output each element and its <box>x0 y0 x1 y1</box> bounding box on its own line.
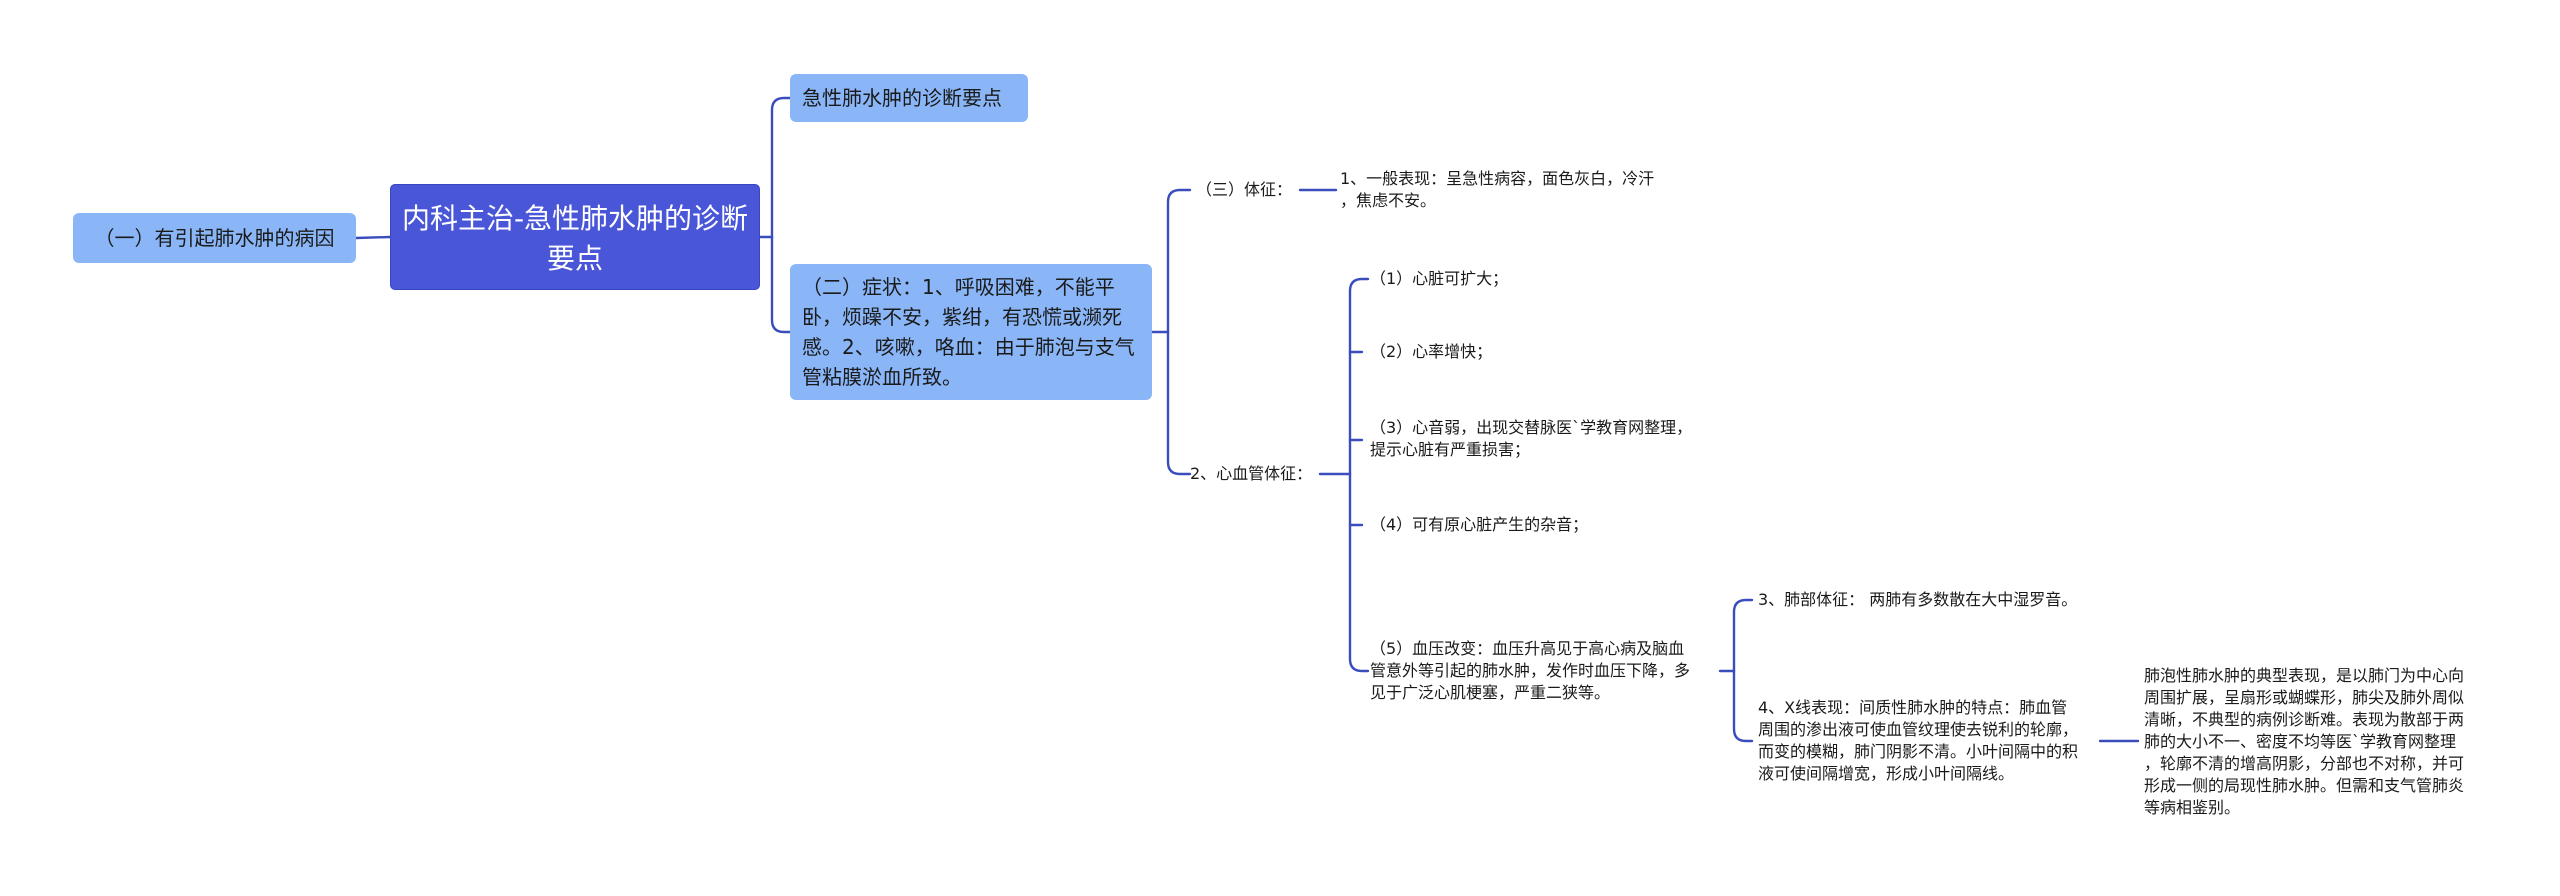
branch-cause[interactable]: （一）有引起肺水肿的病因 <box>73 213 356 263</box>
xray-line3: 而变的模糊，肺门阴影不清。小叶间隔中的积 <box>1758 742 2079 761</box>
alveolar-node[interactable]: 肺泡性肺水肿的典型表现，是以肺门为中心向 周围扩展，呈扇形或蝴蝶形，肺尖及肺外周… <box>2144 665 2464 819</box>
link-root-symptom <box>770 235 792 334</box>
cardio-item-5-line2: 管意外等引起的肺水肿，发作时血压下降，多 <box>1370 661 1691 680</box>
root-topic[interactable]: 内科主治-急性肺水肿的诊断要点 <box>390 184 760 290</box>
signs-label: （三）体征： <box>1196 180 1293 199</box>
cardio-item-5-line3: 见于广泛心肌梗塞，严重二狭等。 <box>1370 683 1611 702</box>
link-root-top <box>758 96 792 239</box>
cardio-node[interactable]: 2、心血管体征： <box>1190 463 1312 485</box>
link-cardio-item1 <box>1348 277 1370 476</box>
cardio-item-3-line1: （3）心音弱，出现交替脉医`学教育网整理， <box>1370 418 1693 437</box>
xray-line4: 液可使间隔增宽，形成小叶间隔线。 <box>1758 764 2015 783</box>
cardio-item-3[interactable]: （3）心音弱，出现交替脉医`学教育网整理， 提示心脏有严重损害； <box>1370 417 1692 461</box>
branch-diagnosis-points[interactable]: 急性肺水肿的诊断要点 <box>790 74 1028 122</box>
link-cardio-item5 <box>1348 472 1370 673</box>
cardio-item-4-text: （4）可有原心脏产生的杂音； <box>1370 515 1589 534</box>
alveolar-line4: 肺的大小不一、密度不均等医`学教育网整理 <box>2144 732 2457 751</box>
general-signs-line2: ，焦虑不安。 <box>1340 191 1437 210</box>
lung-signs-text: 3、肺部体征： 两肺有多数散在大中湿罗音。 <box>1758 590 2078 609</box>
branch-symptoms[interactable]: （二）症状：1、呼吸困难，不能平卧，烦躁不安，紫绀，有恐慌或濒死感。2、咳嗽，咯… <box>790 264 1152 400</box>
cardio-item-1[interactable]: （1）心脏可扩大； <box>1370 268 1508 290</box>
alveolar-line5: ，轮廓不清的增高阴影，分部也不对称，并可 <box>2144 754 2465 773</box>
general-signs-line1: 1、一般表现：呈急性病容，面色灰白，冷汗 <box>1340 169 1655 188</box>
link-root-cause <box>354 235 392 240</box>
link-item5-lung <box>1732 598 1754 673</box>
link-item5-xray <box>1732 669 1754 743</box>
alveolar-line6: 形成一侧的局现性肺水肿。但需和支气管肺炎 <box>2144 776 2465 795</box>
xray-line1: 4、X线表现：间质性肺水肿的特点：肺血管 <box>1758 698 2068 717</box>
link-symptom-cardio <box>1166 330 1192 476</box>
cardio-item-2-text: （2）心率增快； <box>1370 342 1493 361</box>
root-title: 内科主治-急性肺水肿的诊断要点 <box>401 202 749 275</box>
cardio-item-5[interactable]: （5）血压改变：血压升高见于高心病及脑血 管意外等引起的肺水肿，发作时血压下降，… <box>1370 638 1690 704</box>
link-symptom-signs <box>1150 188 1192 334</box>
general-signs-node[interactable]: 1、一般表现：呈急性病容，面色灰白，冷汗 ，焦虑不安。 <box>1340 168 1654 212</box>
cardio-item-4[interactable]: （4）可有原心脏产生的杂音； <box>1370 514 1588 536</box>
cardio-item-1-text: （1）心脏可扩大； <box>1370 269 1509 288</box>
cardio-label: 2、心血管体征： <box>1190 464 1313 483</box>
branch-cause-label: （一）有引起肺水肿的病因 <box>94 226 335 250</box>
branch-symptoms-label: （二）症状：1、呼吸困难，不能平卧，烦躁不安，紫绀，有恐慌或濒死感。2、咳嗽，咯… <box>802 275 1135 389</box>
branch-diagnosis-label: 急性肺水肿的诊断要点 <box>802 86 1002 110</box>
cardio-item-3-line2: 提示心脏有严重损害； <box>1370 440 1531 459</box>
alveolar-line2: 周围扩展，呈扇形或蝴蝶形，肺尖及肺外周似 <box>2144 688 2465 707</box>
alveolar-line3: 清晰，不典型的病例诊断难。表现为散部于两 <box>2144 710 2465 729</box>
signs-node[interactable]: （三）体征： <box>1196 179 1292 201</box>
alveolar-line1: 肺泡性肺水肿的典型表现，是以肺门为中心向 <box>2144 666 2465 685</box>
lung-signs-node[interactable]: 3、肺部体征： 两肺有多数散在大中湿罗音。 <box>1758 589 2077 611</box>
cardio-item-2[interactable]: （2）心率增快； <box>1370 341 1492 363</box>
cardio-item-5-line1: （5）血压改变：血压升高见于高心病及脑血 <box>1370 639 1685 658</box>
xray-line2: 周围的渗出液可使血管纹理使去锐利的轮廓， <box>1758 720 2079 739</box>
xray-node[interactable]: 4、X线表现：间质性肺水肿的特点：肺血管 周围的渗出液可使血管纹理使去锐利的轮廓… <box>1758 697 2078 785</box>
alveolar-line7: 等病相鉴别。 <box>2144 798 2241 817</box>
